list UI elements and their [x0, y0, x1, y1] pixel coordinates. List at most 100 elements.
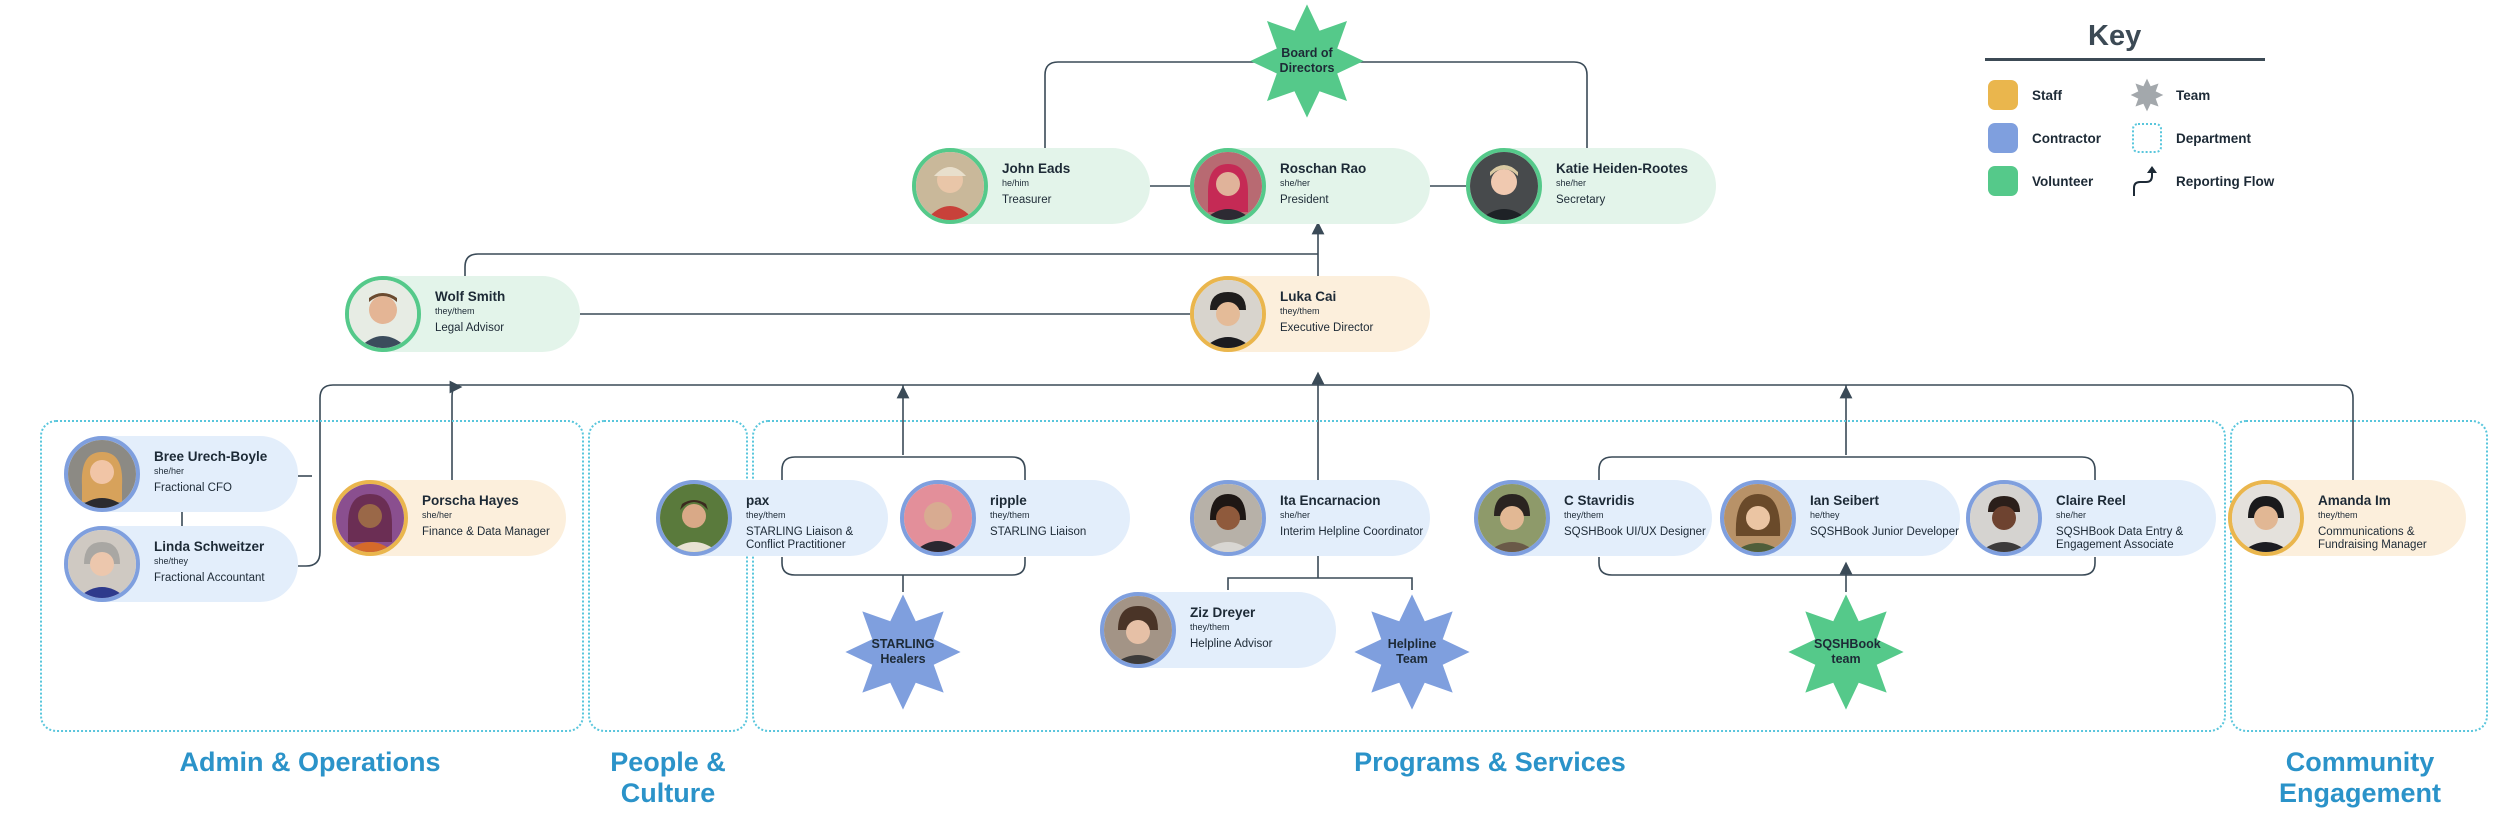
person-name: Wolf Smith: [435, 289, 506, 304]
team-star-icon: [2130, 78, 2164, 112]
reporting-flow-arrow-icon: [2133, 166, 2157, 196]
key-label-contractor: Contractor: [2032, 131, 2102, 146]
avatar-ripple: [900, 480, 976, 556]
person-pronouns: they/them: [990, 510, 1030, 520]
avatar-ziz: [1100, 592, 1176, 668]
key-swatch-volunteer: [1988, 166, 2018, 196]
person-role: SQSHBook Junior Developer: [1810, 526, 1959, 538]
person-role: STARLING Liaison: [990, 526, 1087, 538]
person-card-linda[interactable]: Linda Schweitzer she/they Fractional Acc…: [64, 526, 298, 602]
avatar-c: [1474, 480, 1550, 556]
person-card-roschan[interactable]: Roschan Rao she/her President: [1190, 148, 1430, 224]
person-card-john[interactable]: John Eads he/him Treasurer: [912, 148, 1150, 224]
person-name: Roschan Rao: [1280, 161, 1367, 176]
person-card-wolf[interactable]: Wolf Smith they/them Legal Advisor: [345, 276, 580, 352]
person-role: STARLING Liaison & Conflict Practitioner: [746, 526, 854, 551]
department-dotted-icon: [2132, 123, 2162, 153]
star-shape: [845, 594, 961, 710]
star-shape: [1788, 594, 1904, 710]
avatar-john: [912, 148, 988, 224]
person-role: Finance & Data Manager: [422, 526, 550, 538]
person-pronouns: she/her: [1280, 510, 1311, 520]
person-name: C Stavridis: [1564, 493, 1635, 508]
person-card-katie[interactable]: Katie Heiden-Rootes she/her Secretary: [1466, 148, 1716, 224]
person-role: Secretary: [1556, 194, 1606, 206]
avatar-ian: [1720, 480, 1796, 556]
person-name: Luka Cai: [1280, 289, 1337, 304]
department-label-people: People & Culture: [610, 747, 726, 808]
department-label-admin: Admin & Operations: [179, 747, 441, 777]
person-pronouns: she/her: [2056, 510, 2087, 520]
key-label-department: Department: [2176, 131, 2252, 146]
person-role: SQSHBook Data Entry & Engagement Associa…: [2056, 526, 2184, 551]
department-admin: [40, 420, 584, 732]
key-label-reporting-flow: Reporting Flow: [2176, 174, 2275, 189]
person-card-pax[interactable]: pax they/them STARLING Liaison & Conflic…: [656, 480, 888, 556]
person-pronouns: they/them: [1190, 622, 1230, 632]
person-name: Amanda Im: [2318, 493, 2391, 508]
team-board: Board of Directors: [1248, 2, 1366, 120]
department-label-programs: Programs & Services: [1354, 747, 1626, 777]
person-name: Ita Encarnacion: [1280, 493, 1381, 508]
avatar-claire: [1966, 480, 2042, 556]
person-card-amanda[interactable]: Amanda Im they/them Communications & Fun…: [2228, 480, 2466, 556]
team-sqshbook-label: SQSHBook team: [1814, 637, 1881, 666]
star-shape: [1250, 4, 1364, 118]
star-shape: [1354, 594, 1470, 710]
key-divider: [1985, 58, 2265, 61]
person-name: Porscha Hayes: [422, 493, 519, 508]
key-swatch-contractor: [1988, 123, 2018, 153]
person-role: SQSHBook UI/UX Designer: [1564, 526, 1706, 538]
team-starling-label: STARLING Healers: [871, 637, 935, 666]
person-role: President: [1280, 194, 1329, 206]
person-card-porscha[interactable]: Porscha Hayes she/her Finance & Data Man…: [332, 480, 566, 556]
key-label-staff: Staff: [2032, 88, 2062, 103]
person-name: ripple: [990, 493, 1027, 508]
person-role: Legal Advisor: [435, 322, 505, 334]
person-pronouns: they/them: [746, 510, 786, 520]
avatar-wolf: [345, 276, 421, 352]
person-pronouns: they/them: [435, 306, 475, 316]
avatar-bree: [64, 436, 140, 512]
person-name: pax: [746, 493, 770, 508]
person-card-c[interactable]: C Stavridis they/them SQSHBook UI/UX Des…: [1474, 480, 1712, 556]
key-title: Key: [2088, 20, 2142, 52]
person-name: Katie Heiden-Rootes: [1556, 161, 1689, 176]
person-name: John Eads: [1002, 161, 1071, 176]
person-name: Linda Schweitzer: [154, 539, 265, 554]
person-card-ita[interactable]: Ita Encarnacion she/her Interim Helpline…: [1190, 480, 1430, 556]
team-sqshbook: SQSHBook team: [1786, 592, 1906, 712]
person-pronouns: they/them: [1280, 306, 1320, 316]
avatar-katie: [1466, 148, 1542, 224]
person-card-bree[interactable]: Bree Urech-Boyle she/her Fractional CFO: [64, 436, 298, 512]
avatar-luka: [1190, 276, 1266, 352]
person-pronouns: they/them: [1564, 510, 1604, 520]
person-pronouns: they/them: [2318, 510, 2358, 520]
key-label-volunteer: Volunteer: [2032, 174, 2094, 189]
department-label-community: Community Engagement: [2278, 747, 2442, 808]
person-card-luka[interactable]: Luka Cai they/them Executive Director: [1190, 276, 1430, 352]
person-pronouns: she/her: [422, 510, 453, 520]
department-people: [588, 420, 748, 732]
person-role: Helpline Advisor: [1190, 638, 1273, 650]
person-card-ripple[interactable]: ripple they/them STARLING Liaison: [900, 480, 1130, 556]
avatar-linda: [64, 526, 140, 602]
avatar-porscha: [332, 480, 408, 556]
person-name: Claire Reel: [2056, 493, 2126, 508]
department-programs: [752, 420, 2226, 732]
avatar-amanda: [2228, 480, 2304, 556]
person-pronouns: she/they: [154, 556, 189, 566]
person-role: Treasurer: [1002, 194, 1052, 206]
avatar-ita: [1190, 480, 1266, 556]
person-pronouns: he/they: [1810, 510, 1840, 520]
person-card-ziz[interactable]: Ziz Dreyer they/them Helpline Advisor: [1100, 592, 1336, 668]
person-role: Executive Director: [1280, 322, 1374, 334]
person-card-ian[interactable]: Ian Seibert he/they SQSHBook Junior Deve…: [1720, 480, 1960, 556]
person-pronouns: she/her: [1280, 178, 1311, 188]
person-card-claire[interactable]: Claire Reel she/her SQSHBook Data Entry …: [1966, 480, 2216, 556]
person-pronouns: he/him: [1002, 178, 1030, 188]
key-swatch-staff: [1988, 80, 2018, 110]
person-role: Communications & Fundraising Manager: [2318, 526, 2427, 551]
person-role: Fractional CFO: [154, 482, 232, 494]
